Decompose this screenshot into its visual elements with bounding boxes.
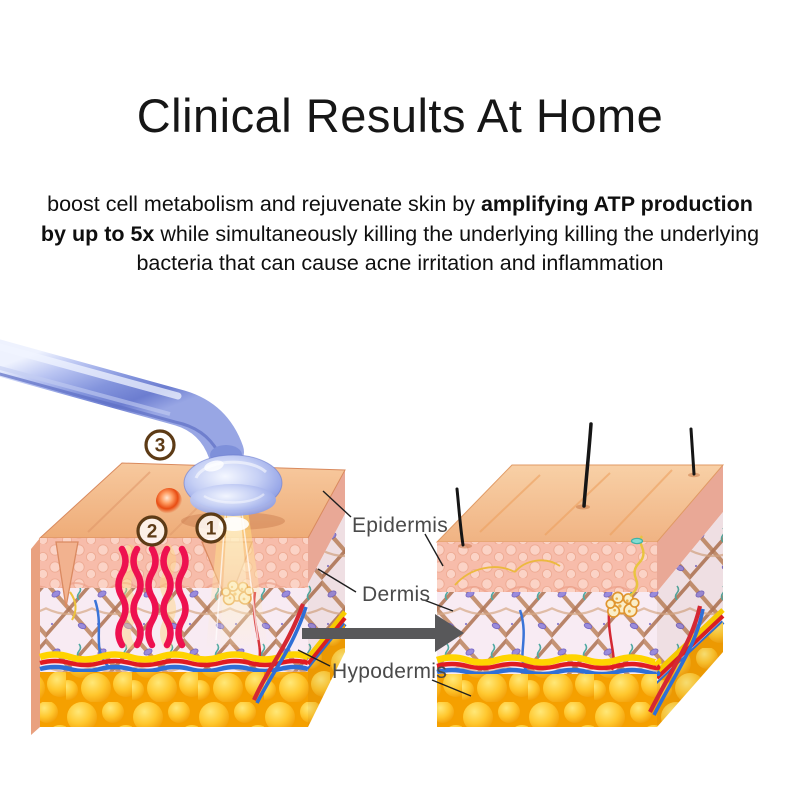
vessel-lines	[38, 651, 310, 674]
epidermis-layer	[40, 538, 308, 588]
treatment-step-markers: 3 2 1	[136, 429, 227, 547]
epidermis-layer	[437, 542, 657, 592]
hair	[455, 487, 465, 547]
hair	[689, 427, 696, 476]
wand-tube	[0, 339, 244, 470]
hypodermis-leader-left	[297, 649, 331, 667]
svg-text:2: 2	[147, 522, 158, 543]
intro-text-2: while simultaneously killing the underly…	[136, 221, 760, 276]
marker-1: 1	[195, 512, 227, 544]
svg-text:3: 3	[155, 436, 166, 457]
hypodermis-leader-right	[431, 679, 472, 697]
healthy-skin-block	[435, 422, 725, 727]
skin-diagram: 3 2 1	[0, 339, 725, 735]
dermis-leader-left	[317, 568, 357, 593]
intro-text-bold: amplifying ATP production by up to 5x	[40, 192, 753, 246]
epidermis-leader-right	[424, 533, 444, 567]
wand-electrode	[0, 339, 283, 516]
marker-2: 2	[136, 515, 168, 547]
layer-labels: Epidermis Dermis Hypodermis	[297, 490, 472, 697]
block-left-edge	[31, 538, 40, 735]
hypodermis-label: Hypodermis	[332, 660, 447, 683]
page-title: Clinical Results At Home	[136, 89, 664, 142]
intro-text-1: boost cell metabolism and rejuvenate ski…	[47, 192, 481, 216]
intro-paragraph: boost cell metabolism and rejuvenate ski…	[33, 190, 767, 279]
marker-3: 3	[144, 429, 176, 461]
dermis-label: Dermis	[362, 583, 430, 606]
epidermis-leader-left	[322, 490, 352, 518]
pore	[630, 537, 644, 545]
hairs	[455, 422, 700, 549]
dermis-leader-right	[423, 599, 454, 612]
treated-skin-block	[31, 462, 347, 735]
before-after-arrow	[302, 614, 464, 652]
skin-crease-notch	[55, 541, 79, 608]
vessel-lines	[435, 654, 662, 677]
hypodermis-layer	[437, 674, 657, 727]
pimple	[156, 488, 182, 514]
hair	[582, 422, 593, 508]
svg-text:1: 1	[206, 519, 217, 540]
epidermis-label: Epidermis	[352, 514, 448, 537]
heat-waves	[115, 545, 189, 649]
